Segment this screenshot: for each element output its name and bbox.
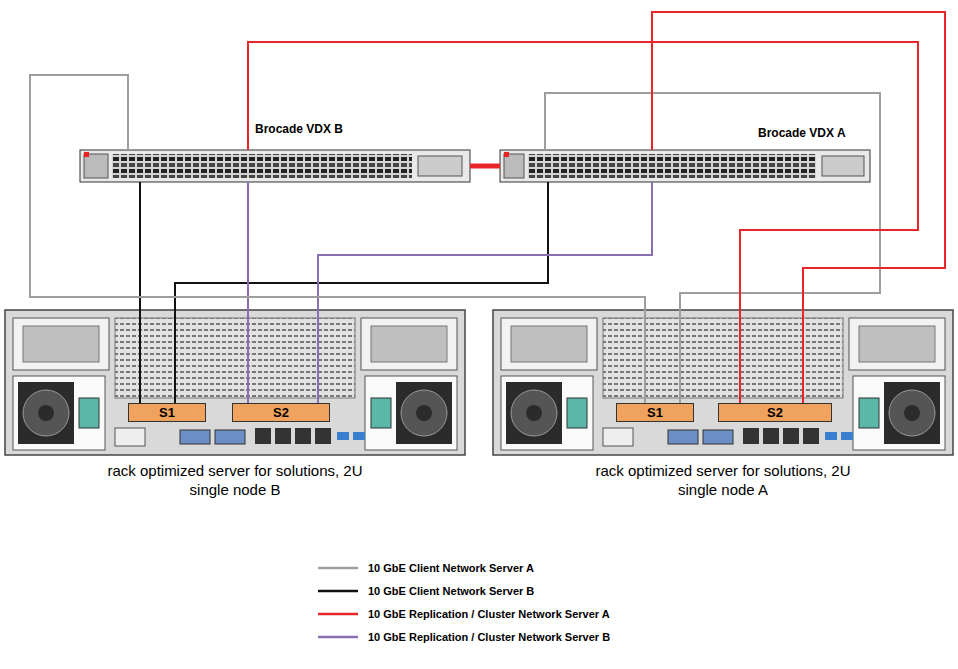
network-cable [247, 182, 249, 403]
server-chassis: rack optimized server for solutions, 2U … [493, 310, 953, 455]
network-cable [175, 182, 548, 403]
network-cable [318, 182, 652, 403]
network-cable [139, 182, 141, 403]
legend-entry: 10 GbE Client Network Server B [318, 579, 610, 602]
switch-label: Brocade VDX A [758, 126, 846, 140]
legend-line [318, 563, 358, 573]
switch-chassis [500, 150, 870, 182]
slot-label: S2 [273, 405, 289, 420]
server-chassis-drawing [493, 310, 953, 455]
network-cable [248, 42, 918, 403]
pcie-slot: S1 [616, 403, 694, 422]
slot-label: S1 [159, 405, 175, 420]
legend-entry: 10 GbE Replication / Cluster Network Ser… [318, 602, 610, 625]
legend-entry: 10 GbE Replication / Cluster Network Ser… [318, 625, 610, 648]
server-label: rack optimized server for solutions, 2U … [105, 461, 365, 499]
legend-text: 10 GbE Replication / Cluster Network Ser… [368, 608, 610, 620]
network-switch: Brocade VDX A [500, 150, 870, 182]
switch-label: Brocade VDX B [255, 122, 343, 136]
server-chassis-drawing [5, 310, 465, 455]
network-cable [545, 93, 880, 403]
legend-text: 10 GbE Replication / Cluster Network Ser… [368, 631, 610, 643]
network-cable [30, 75, 645, 403]
pcie-slot: S2 [718, 403, 832, 422]
legend-text: 10 GbE Client Network Server B [368, 585, 534, 597]
legend-line [318, 586, 358, 596]
server-chassis: rack optimized server for solutions, 2U … [5, 310, 465, 455]
legend-text: 10 GbE Client Network Server A [368, 562, 534, 574]
pcie-slot: S2 [232, 403, 330, 422]
switch-chassis [80, 150, 470, 182]
network-cable [652, 12, 945, 403]
legend-entry: 10 GbE Client Network Server A [318, 556, 610, 579]
network-switch: Brocade VDX B [80, 150, 470, 182]
legend-line [318, 632, 358, 642]
legend: 10 GbE Client Network Server A 10 GbE Cli… [318, 556, 610, 648]
network-cable [470, 164, 500, 169]
slot-label: S1 [647, 405, 663, 420]
pcie-slot: S1 [128, 403, 206, 422]
legend-line [318, 609, 358, 619]
server-label: rack optimized server for solutions, 2U … [593, 461, 853, 499]
slot-label: S2 [767, 405, 783, 420]
